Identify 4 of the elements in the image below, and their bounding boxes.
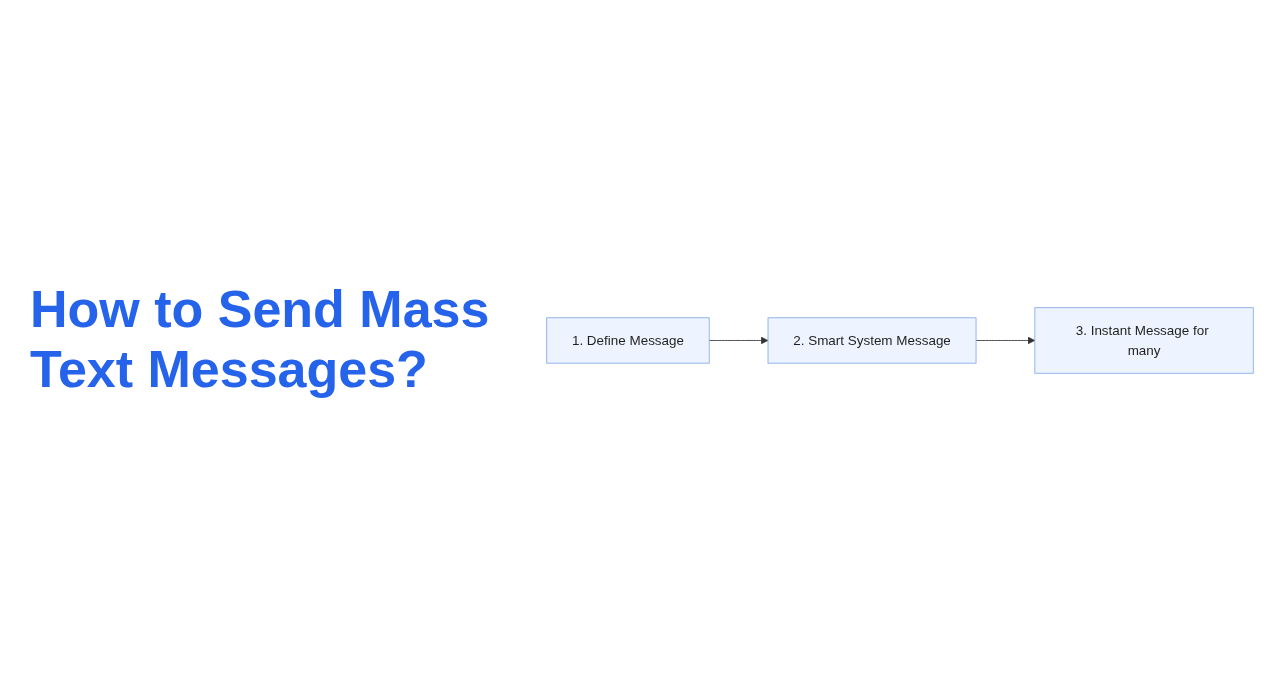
heading: How to Send Mass Text Messages? (30, 280, 491, 400)
node-box: 1. Define Message (546, 316, 710, 364)
node-box: 3. Instant Message for many (1034, 306, 1254, 374)
node-box: 2. Smart System Message (767, 316, 977, 364)
